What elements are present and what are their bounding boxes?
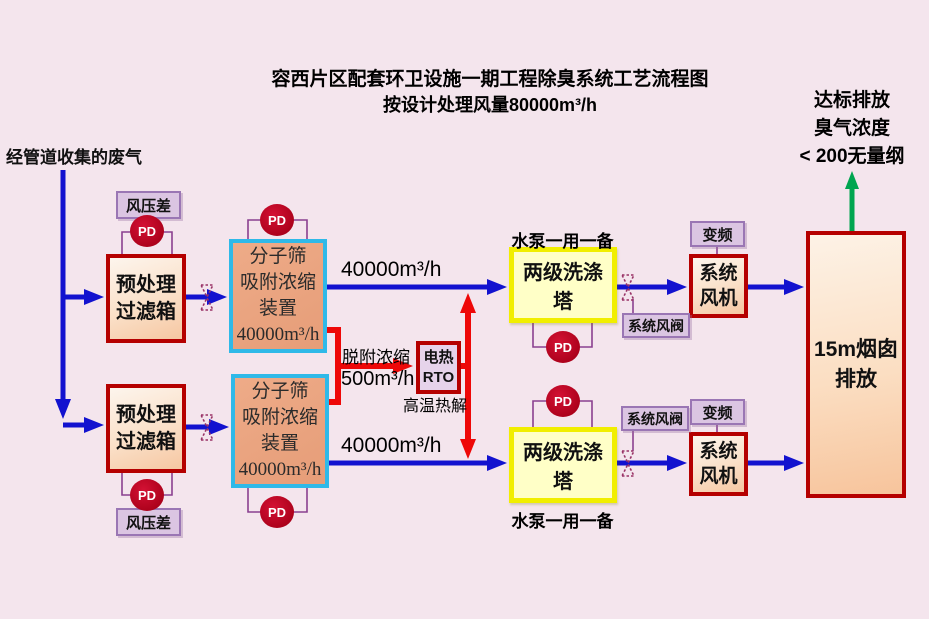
system-fan-box-1: 系统 风机	[689, 254, 748, 318]
scrubber-box-2: 两级洗涤塔	[509, 427, 617, 503]
pyrolysis-label: 高温热解	[403, 398, 468, 415]
pd-indicator-scrubber2: PD	[546, 385, 580, 417]
pressure-diff-tag-2: 风压差	[116, 508, 181, 536]
rto-box: 电热 RTO	[416, 341, 461, 394]
damper-valve-icon-4	[621, 450, 635, 477]
damper-valve-icon-1	[200, 284, 214, 311]
prefilter-box-1: 预处理 过滤箱	[106, 254, 186, 343]
pd-indicator-sieve2: PD	[260, 496, 294, 528]
molecular-sieve-box-1: 分子筛 吸附浓缩 装置 40000m³/h	[229, 239, 327, 353]
molecular-sieve-box-2: 分子筛 吸附浓缩 装置 40000m³/h	[231, 374, 329, 488]
desorption-label: 脱附浓缩	[342, 348, 410, 367]
system-valve-tag-2: 系统风阀	[621, 406, 689, 431]
chimney-box: 15m烟囱 排放	[806, 231, 906, 498]
damper-valve-icon-3	[200, 414, 214, 441]
system-fan-box-2: 系统 风机	[689, 432, 748, 496]
pd-indicator-sieve1: PD	[260, 204, 294, 236]
inlet-gas-label: 经管道收集的废气	[6, 148, 142, 167]
desorption-flow-label: 500m³/h	[341, 368, 415, 390]
vfd-tag-1: 变频	[690, 221, 745, 247]
diagram-title: 容西片区配套环卫设施一期工程除臭系统工艺流程图	[271, 69, 709, 90]
pd-indicator-filter2: PD	[130, 479, 164, 511]
system-valve-tag-1: 系统风阀	[622, 313, 690, 338]
pump-note-bottom: 水泵一用一备	[511, 512, 614, 531]
pump-note-top: 水泵一用一备	[511, 232, 614, 251]
prefilter-box-2: 预处理 过滤箱	[106, 384, 186, 473]
diagram-subtitle: 按设计处理风量80000m³/h	[382, 95, 598, 115]
emission-standard-note: 达标排放 臭气浓度 < 200无量纲	[799, 90, 905, 167]
pressure-diff-tag-1: 风压差	[116, 191, 181, 219]
pd-indicator-filter1: PD	[130, 215, 164, 247]
pd-indicator-scrubber1: PD	[546, 331, 580, 363]
vfd-tag-2: 变频	[690, 399, 745, 425]
scrubber-box-1: 两级洗涤塔	[509, 247, 617, 323]
damper-valve-icon-2	[621, 274, 635, 301]
stream-flow-label-bottom: 40000m³/h	[341, 434, 442, 457]
stream-flow-label-top: 40000m³/h	[341, 258, 442, 281]
